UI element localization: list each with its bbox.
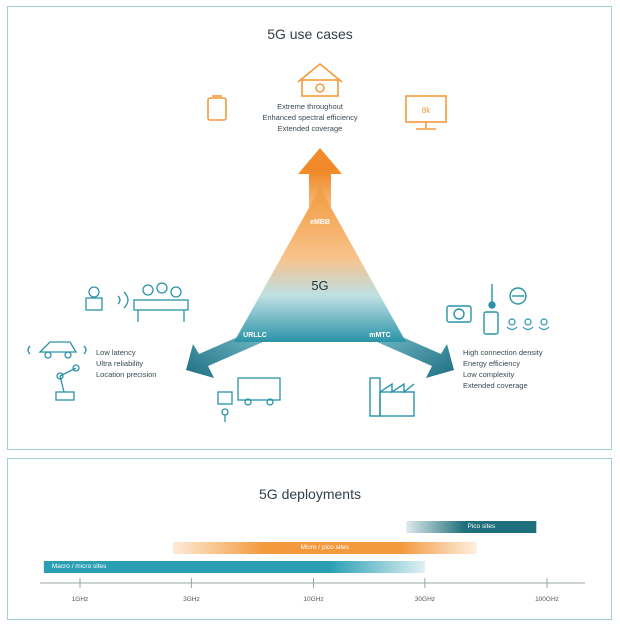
use-cases-diagram: eMBB URLLC mMTC 5G 8k <box>27 62 550 422</box>
tick-label: 30GHz <box>414 596 436 603</box>
band-label: Micro / pico sites <box>300 544 350 551</box>
band-bar <box>406 521 537 533</box>
urllc-line: Ultra reliability <box>96 359 144 368</box>
use-cases-title: 5G use cases <box>267 26 353 42</box>
mmtc-label: mMTC <box>369 332 390 339</box>
sensor-nodes-icon <box>506 318 550 331</box>
factory-icon <box>369 377 415 417</box>
5g-triangle <box>234 188 406 342</box>
embb-description: Extreme throughout Enhanced spectral eff… <box>250 101 370 134</box>
band-bar <box>43 561 425 573</box>
embb-line: Extreme throughout <box>277 102 343 111</box>
thermometer-icon <box>488 284 496 309</box>
mmtc-line: Low complexity <box>463 370 515 379</box>
embb-label: eMBB <box>310 219 330 226</box>
deployments-title: 5G deployments <box>259 486 361 502</box>
tick-label: 3GHz <box>183 596 200 603</box>
phone-icon <box>483 311 499 335</box>
meter-icon <box>509 287 527 305</box>
mmtc-line: Extended coverage <box>463 381 528 390</box>
tick-label: 10GHz <box>303 596 324 603</box>
camera-icon <box>446 305 472 323</box>
mmtc-line: Energy efficiency <box>463 359 520 368</box>
car-icon <box>27 341 87 359</box>
urllc-description: Low latency Ultra reliability Location p… <box>96 347 206 380</box>
8k-monitor-icon <box>405 95 447 130</box>
urllc-line: Location precision <box>96 370 157 379</box>
urllc-line: Low latency <box>96 348 136 357</box>
deployments-panel <box>7 458 612 620</box>
embb-line: Enhanced spectral efficiency <box>262 113 358 122</box>
tick-label: 100GHz <box>535 596 559 603</box>
house-with-camera-icon <box>297 62 343 97</box>
mmtc-description: High connection density Energy efficienc… <box>463 347 593 391</box>
center-5g-label: 5G <box>311 278 328 293</box>
urllc-label: URLLC <box>243 332 267 339</box>
tick-label: 1GHz <box>71 596 89 603</box>
band-label: Pico sites <box>467 523 496 530</box>
band-bar <box>172 542 477 554</box>
monitor-8k-text: 8k <box>422 106 431 115</box>
embb-line: Extended coverage <box>277 124 343 133</box>
robot-arm-icon <box>55 364 80 401</box>
vehicles-icon <box>217 377 281 422</box>
band-label: Macro / micro sites <box>51 563 107 570</box>
mmtc-line: High connection density <box>463 348 543 357</box>
tablet-icon <box>207 95 227 121</box>
meeting-people-icon <box>85 282 189 322</box>
